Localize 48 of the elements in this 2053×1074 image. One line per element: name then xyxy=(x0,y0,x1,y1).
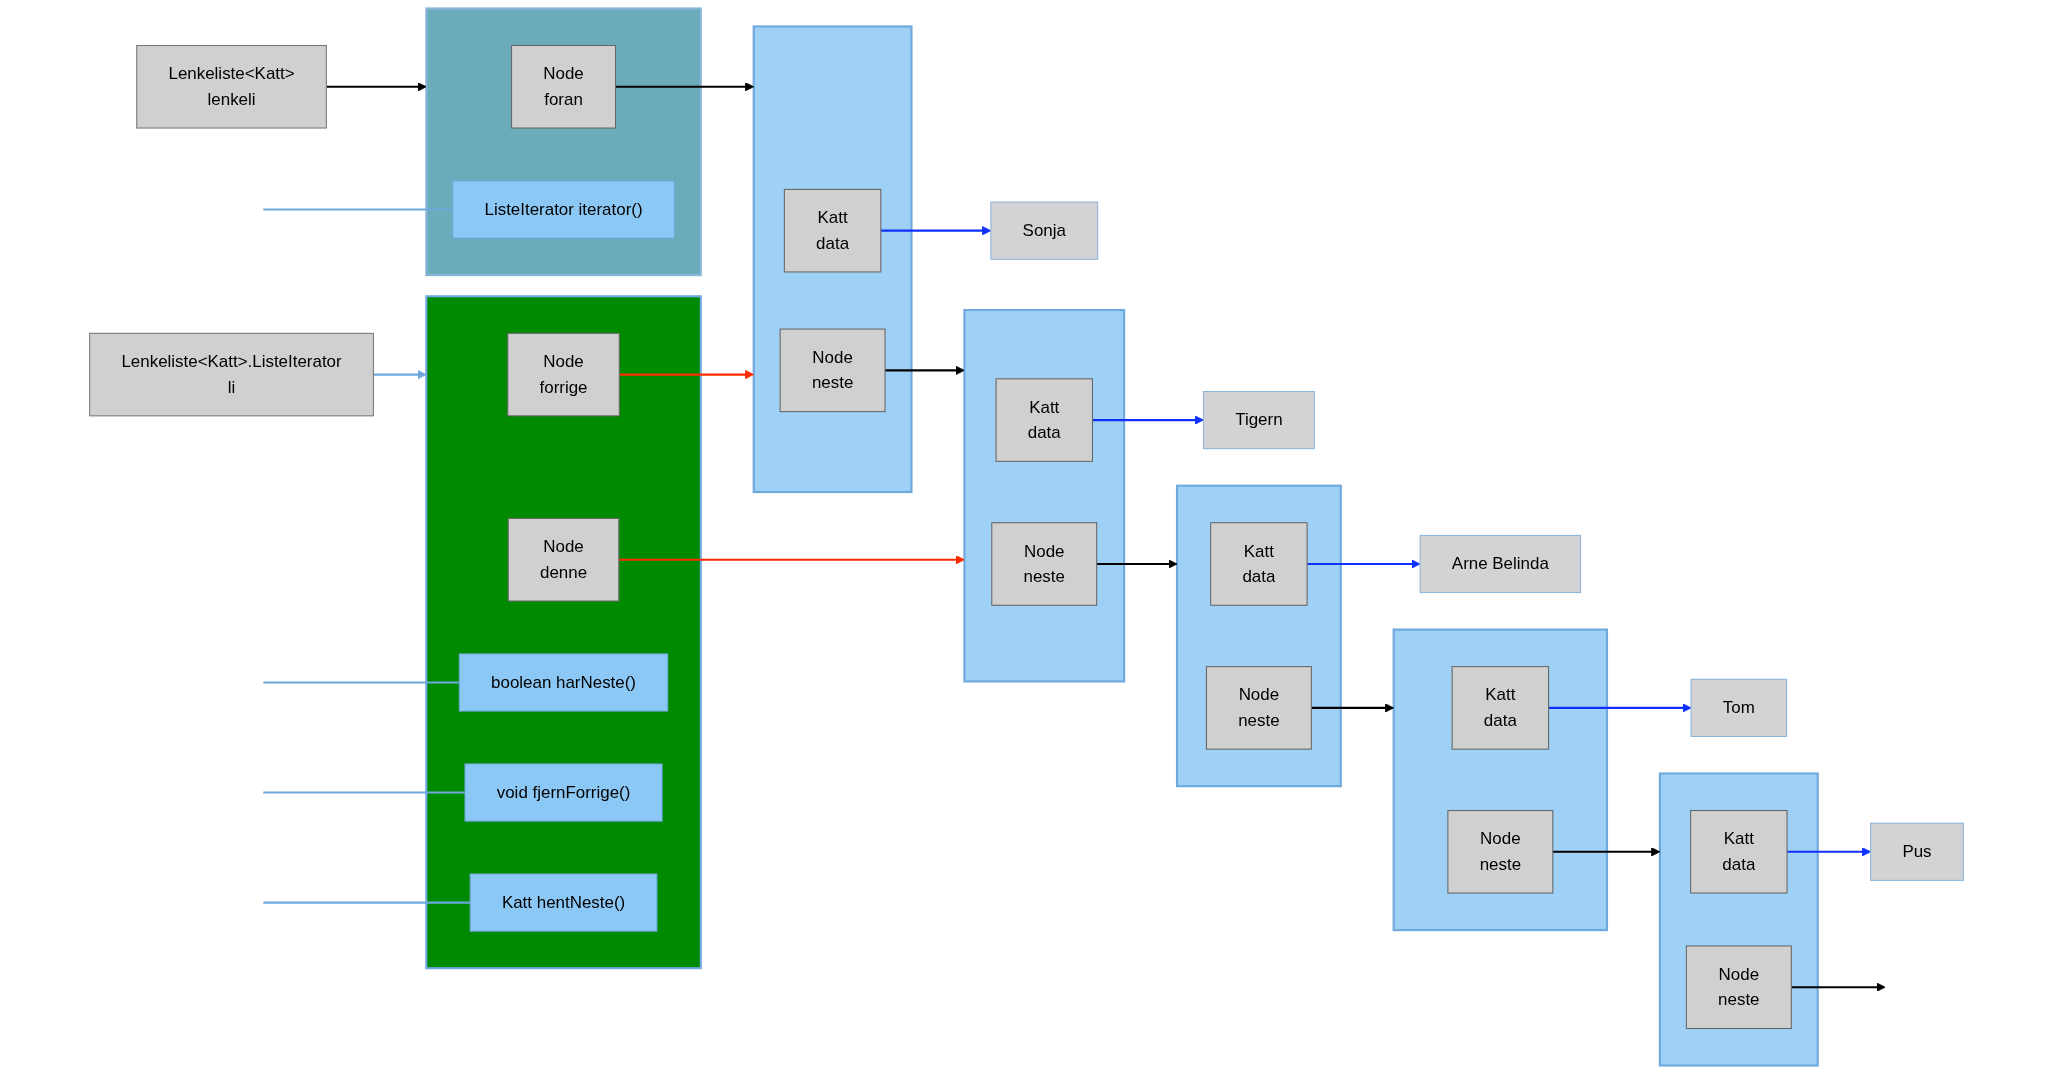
arrow xyxy=(1307,559,1421,569)
node-box: Node foran xyxy=(511,44,617,129)
node-box: Katt hentNeste() xyxy=(469,873,658,932)
cluster xyxy=(1392,628,1609,932)
node-box: Katt data xyxy=(1210,522,1308,606)
arrow xyxy=(1791,982,1886,992)
arrow xyxy=(1311,703,1395,713)
node-box: Tigern xyxy=(1202,391,1315,450)
node-box: Node neste xyxy=(779,328,886,413)
node-box: Pus xyxy=(1870,822,1964,881)
node-box: Tom xyxy=(1690,678,1788,737)
arrow xyxy=(885,365,965,375)
node-box: Node neste xyxy=(1685,945,1792,1030)
cluster xyxy=(425,295,702,970)
connector xyxy=(263,208,453,211)
node-box: Node neste xyxy=(1205,666,1312,750)
node-box: Node forrige xyxy=(507,332,620,417)
cluster xyxy=(425,7,702,277)
node-box: Node denne xyxy=(507,517,620,602)
arrow xyxy=(1096,559,1178,569)
arrow xyxy=(618,555,965,565)
arrow xyxy=(615,82,755,92)
arrow xyxy=(1552,847,1661,857)
node-box: boolean harNeste() xyxy=(458,653,669,712)
node-box: Sonja xyxy=(990,201,1099,260)
node-box: Arne Belinda xyxy=(1419,534,1582,594)
node-box: Node neste xyxy=(991,522,1098,606)
node-box: Katt data xyxy=(783,188,882,273)
connector xyxy=(263,791,465,794)
node-box: Node neste xyxy=(1447,810,1554,894)
connector xyxy=(263,901,471,904)
arrow xyxy=(373,369,427,380)
node-box: Katt data xyxy=(1451,666,1550,750)
node-box: ListeIterator iterator() xyxy=(452,180,675,239)
arrow xyxy=(1092,415,1204,425)
node-box: Lenkeliste<Katt>.ListeIterator li xyxy=(89,332,374,417)
node-box: void fjernForrige() xyxy=(464,763,663,822)
node-box: Katt data xyxy=(995,378,1093,462)
cluster xyxy=(752,25,913,494)
arrow xyxy=(1548,703,1692,713)
cluster xyxy=(963,308,1126,683)
cluster xyxy=(1175,484,1342,788)
cluster xyxy=(1658,772,1819,1067)
node-box: Katt data xyxy=(1690,810,1788,894)
node-box: Lenkeliste<Katt> lenkeli xyxy=(136,44,327,129)
arrow xyxy=(619,369,755,380)
arrow xyxy=(326,82,427,92)
connector xyxy=(263,681,460,684)
